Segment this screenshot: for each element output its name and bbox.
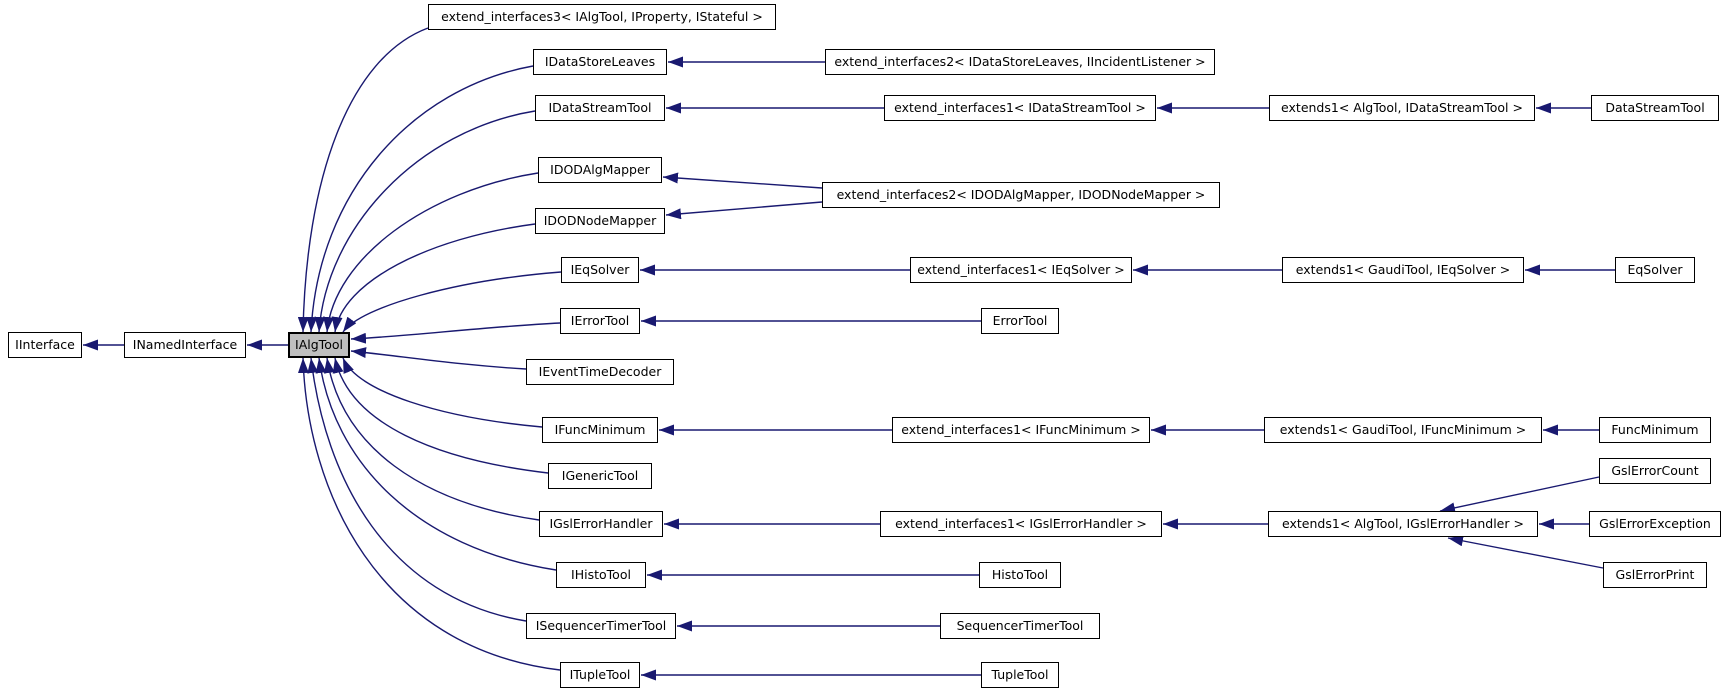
node-histotool[interactable]: HistoTool — [979, 562, 1061, 588]
edge-gslerrorcount-to-extends1-algtool-igslerrorhandler — [1439, 476, 1600, 514]
node-extends1-gauditool-ieqsolver[interactable]: extends1< GaudiTool, IEqSolver > — [1282, 257, 1524, 283]
edge-idatastoreleaves-to-ialgtool — [306, 65, 534, 333]
node-ialgtool[interactable]: IAlgTool — [288, 332, 350, 358]
node-datastreamtool[interactable]: DataStreamTool — [1591, 95, 1719, 121]
edge-extend-interfaces2-idodalgmapper-to-idodnodemapper — [665, 201, 823, 220]
node-extend-interfaces3[interactable]: extend_interfaces3< IAlgTool, IProperty,… — [428, 4, 776, 30]
node-extends1-algtool-idatastreamtool[interactable]: extends1< AlgTool, IDataStreamTool > — [1269, 95, 1535, 121]
node-gslerrorcount[interactable]: GslErrorCount — [1599, 458, 1711, 484]
node-isequencertimertool[interactable]: ISequencerTimerTool — [526, 613, 676, 639]
edge-ierrortool-to-ialgtool — [350, 322, 561, 344]
node-errortool[interactable]: ErrorTool — [981, 308, 1059, 334]
node-sequencertimertool[interactable]: SequencerTimerTool — [940, 613, 1100, 639]
edge-idodnodemapper-to-ialgtool — [331, 223, 536, 333]
node-eqsolver[interactable]: EqSolver — [1615, 257, 1695, 283]
edge-isequencertimertool-to-ialgtool — [307, 357, 527, 622]
node-extends1-algtool-igslerrorhandler[interactable]: extends1< AlgTool, IGslErrorHandler > — [1268, 511, 1538, 537]
edge-igenerictool-to-ialgtool — [332, 357, 549, 474]
node-ifuncminimum[interactable]: IFuncMinimum — [542, 417, 658, 443]
node-inamedinterface[interactable]: INamedInterface — [124, 332, 246, 358]
edge-extend-interfaces3-to-ialgtool — [297, 27, 429, 333]
edge-igslerrorhandler-to-ialgtool — [323, 357, 540, 521]
node-ieventtimedecoder[interactable]: IEventTimeDecoder — [526, 359, 674, 385]
node-idatastoreleaves[interactable]: IDataStoreLeaves — [533, 49, 667, 75]
node-ierrortool[interactable]: IErrorTool — [560, 308, 640, 334]
node-iinterface[interactable]: IInterface — [8, 332, 82, 358]
node-ieqsolver[interactable]: IEqSolver — [561, 257, 639, 283]
node-igslerrorhandler[interactable]: IGslErrorHandler — [539, 511, 663, 537]
node-extend-interfaces1-idatastreamtool[interactable]: extend_interfaces1< IDataStreamTool > — [884, 95, 1156, 121]
edge-extend-interfaces2-idodalgmapper-to-idodalgmapper — [662, 172, 823, 189]
node-extend-interfaces1-igslerrorhandler[interactable]: extend_interfaces1< IGslErrorHandler > — [880, 511, 1162, 537]
edge-idatastreamtool-to-ialgtool — [314, 110, 536, 333]
edge-ifuncminimum-to-ialgtool — [342, 357, 543, 428]
edge-idodalgmapper-to-ialgtool — [322, 172, 539, 333]
node-funcminimum[interactable]: FuncMinimum — [1599, 417, 1711, 443]
node-gslerrorprint[interactable]: GslErrorPrint — [1603, 562, 1707, 588]
node-tupletool[interactable]: TupleTool — [981, 662, 1059, 688]
node-extend-interfaces1-ifuncminimum[interactable]: extend_interfaces1< IFuncMinimum > — [892, 417, 1150, 443]
node-extend-interfaces1-ieqsolver[interactable]: extend_interfaces1< IEqSolver > — [910, 257, 1132, 283]
node-extend-interfaces2-idodalgmapper[interactable]: extend_interfaces2< IDODAlgMapper, IDODN… — [822, 182, 1220, 208]
node-itupletool[interactable]: ITupleTool — [560, 662, 640, 688]
edge-ieventtimedecoder-to-ialgtool — [350, 347, 527, 370]
edge-itupletool-to-ialgtool — [297, 357, 561, 671]
node-extend-interfaces2-idatastoreleaves[interactable]: extend_interfaces2< IDataStoreLeaves, II… — [825, 49, 1215, 75]
edge-ieqsolver-to-ialgtool — [342, 271, 562, 333]
node-idatastreamtool[interactable]: IDataStreamTool — [535, 95, 665, 121]
node-igenerictool[interactable]: IGenericTool — [548, 463, 652, 489]
node-idodnodemapper[interactable]: IDODNodeMapper — [535, 208, 665, 234]
node-idodalgmapper[interactable]: IDODAlgMapper — [538, 157, 662, 183]
node-gslerrorexception[interactable]: GslErrorException — [1589, 511, 1721, 537]
node-ihistotool[interactable]: IHistoTool — [556, 562, 646, 588]
node-extends1-gauditool-ifuncminimum[interactable]: extends1< GaudiTool, IFuncMinimum > — [1264, 417, 1542, 443]
edge-gslerrorprint-to-extends1-algtool-igslerrorhandler — [1447, 535, 1604, 569]
edge-ihistotool-to-ialgtool — [315, 357, 557, 571]
edges-group — [83, 27, 1615, 681]
